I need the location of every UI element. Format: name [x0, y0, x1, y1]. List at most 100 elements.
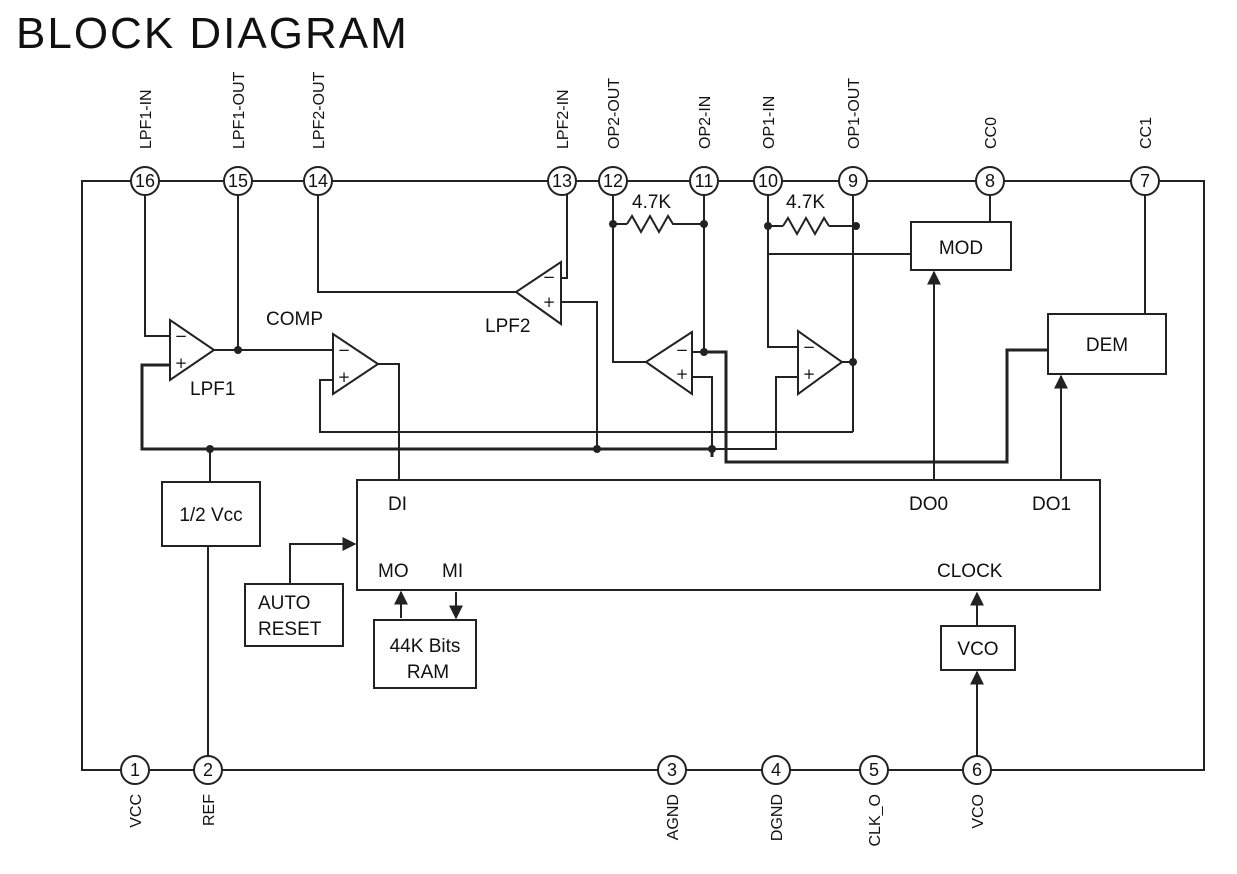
pin-2-circle [193, 755, 223, 785]
resistor-op1-label: 4.7K [786, 192, 825, 213]
package-outline [81, 180, 1205, 771]
lpf2-amplifier: − + [514, 260, 562, 326]
pin-15-name: LPF1-OUT [231, 71, 248, 149]
pin-3-name: AGND [665, 794, 682, 840]
ram-block: 44K Bits RAM [373, 619, 477, 689]
diagram-title: BLOCK DIAGRAM [16, 9, 409, 58]
junction-dots [206, 220, 860, 453]
pin-8-circle [975, 166, 1005, 196]
pin-16-circle [130, 166, 160, 196]
pin-7: 7 CC1 [1130, 117, 1160, 196]
pin-1-name: VCC [128, 794, 145, 828]
op2-amplifier: − + [644, 330, 693, 396]
pin-12-circle [598, 166, 628, 196]
pin-10-name: OP1-IN [761, 96, 778, 149]
pin-6-number: 6 [972, 760, 982, 780]
pin-9-number: 9 [848, 171, 858, 191]
op2-minus-sign: − [676, 341, 689, 359]
lpf1-minus-sign: − [175, 327, 188, 345]
pin-14-number: 14 [308, 171, 328, 191]
ram-label-line1: 44K Bits [390, 636, 461, 657]
auto-reset-label-line1: AUTO [258, 593, 310, 614]
pin-2-number: 2 [203, 760, 213, 780]
core-mi-label: MI [442, 561, 463, 582]
pin-11: 11 OP2-IN [689, 96, 719, 196]
core-do1-label: DO1 [1032, 494, 1071, 515]
pin-14-circle [303, 166, 333, 196]
pin-9: 9 OP1-OUT [838, 78, 868, 196]
pin-8: 8 CC0 [975, 117, 1005, 196]
lpf1-plus-sign: + [175, 354, 188, 372]
pin-11-name: OP2-IN [697, 96, 714, 149]
mod-block: MOD [910, 221, 1012, 271]
lpf2-plus-sign: + [543, 293, 556, 311]
core-block: DI DO0 DO1 MO MI CLOCK [356, 479, 1101, 591]
pin-15-number: 15 [228, 171, 248, 191]
pin-16-number: 16 [135, 171, 155, 191]
lpf2-label: LPF2 [485, 316, 530, 337]
pin-15-circle [223, 166, 253, 196]
pin-13-number: 13 [552, 171, 572, 191]
pin-14: 14 LPF2-OUT [303, 71, 333, 196]
comp-plus-sign: + [338, 368, 351, 386]
pin-5-circle [859, 755, 889, 785]
pin-1-circle [120, 755, 150, 785]
pin-7-name: CC1 [1138, 117, 1155, 149]
pin-1-number: 1 [130, 760, 140, 780]
lpf1-label: LPF1 [190, 379, 235, 400]
pin-11-circle [689, 166, 719, 196]
op2-plus-sign: + [676, 365, 689, 383]
pin-7-circle [1130, 166, 1160, 196]
vco-block-label: VCO [957, 639, 998, 660]
ram-label-line2: RAM [407, 662, 449, 683]
pin-3-circle [657, 755, 687, 785]
pin-6-name: VCO [970, 794, 987, 829]
pin-14-name: LPF2-OUT [311, 71, 328, 149]
comp-label: COMP [266, 309, 323, 330]
pin-13-name: LPF2-IN [555, 89, 572, 149]
core-mo-label: MO [378, 561, 409, 582]
pin-9-name: OP1-OUT [846, 78, 863, 149]
half-vcc-block: 1/2 Vcc [161, 481, 261, 547]
mod-label: MOD [939, 238, 983, 259]
pin-4-number: 4 [771, 760, 781, 780]
pin-12-number: 12 [603, 171, 623, 191]
dem-label: DEM [1086, 335, 1128, 356]
vco-block: VCO [940, 625, 1016, 671]
pin-8-name: CC0 [983, 117, 1000, 149]
pin-13: 13 LPF2-IN [547, 89, 577, 196]
core-do0-label: DO0 [909, 494, 948, 515]
op1-minus-sign: − [803, 338, 816, 356]
core-di-label: DI [388, 494, 407, 515]
pin-2-name: REF [201, 794, 218, 826]
pin-4-name: DGND [769, 794, 786, 841]
lpf1-amplifier: − + [169, 318, 216, 382]
pin-5-name: CLK_O [867, 794, 884, 846]
pin-5-number: 5 [869, 760, 879, 780]
comp-minus-sign: − [338, 341, 351, 359]
pin-11-number: 11 [695, 171, 714, 191]
pin-13-circle [547, 166, 577, 196]
comp-amplifier: − + [332, 332, 380, 396]
op1-plus-sign: + [803, 365, 816, 383]
pin-7-number: 7 [1140, 171, 1150, 191]
pin-6-circle [962, 755, 992, 785]
pin-4-circle [761, 755, 791, 785]
op1-amplifier: − + [797, 329, 844, 396]
dem-block: DEM [1047, 313, 1167, 375]
pin-9-circle [838, 166, 868, 196]
auto-reset-label-line2: RESET [258, 619, 322, 640]
half-vcc-label: 1/2 Vcc [179, 505, 242, 526]
pin-8-number: 8 [985, 171, 995, 191]
resistor-op2-label: 4.7K [632, 192, 671, 213]
